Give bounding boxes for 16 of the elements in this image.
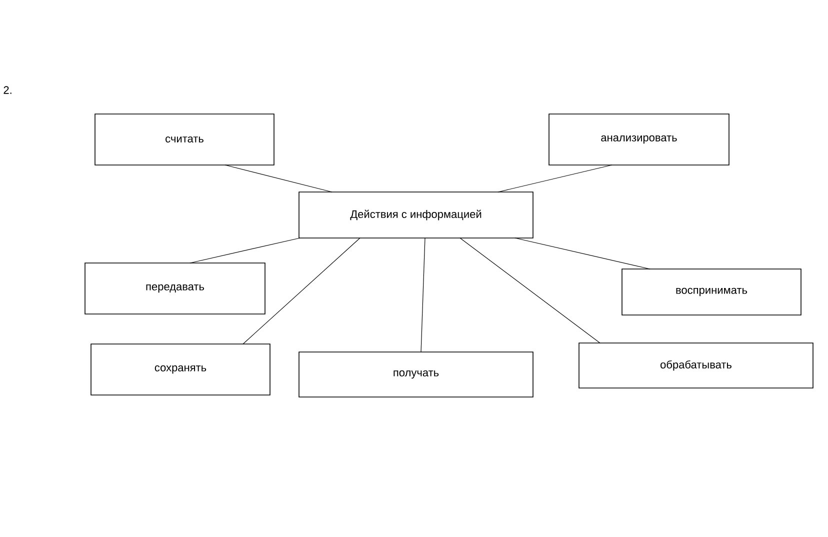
text-box: анализировать: [548, 114, 730, 166]
connector-line: [224, 164, 332, 192]
connector-line: [514, 238, 650, 270]
connector-line: [190, 238, 300, 264]
text-box: воспринимать: [622, 268, 802, 316]
text-box: получать: [298, 352, 534, 398]
connector-line: [420, 238, 426, 352]
text-box: сохранять: [90, 344, 270, 396]
connector-line: [242, 238, 360, 344]
text-box: передавать: [84, 262, 266, 314]
text-box: считать: [94, 114, 274, 166]
text-box: обрабатывать: [578, 342, 814, 388]
item-number: 2.: [4, 86, 12, 94]
text-box: Действия с информацией: [298, 192, 534, 238]
connector-line: [498, 164, 612, 192]
connector-line: [460, 238, 600, 344]
